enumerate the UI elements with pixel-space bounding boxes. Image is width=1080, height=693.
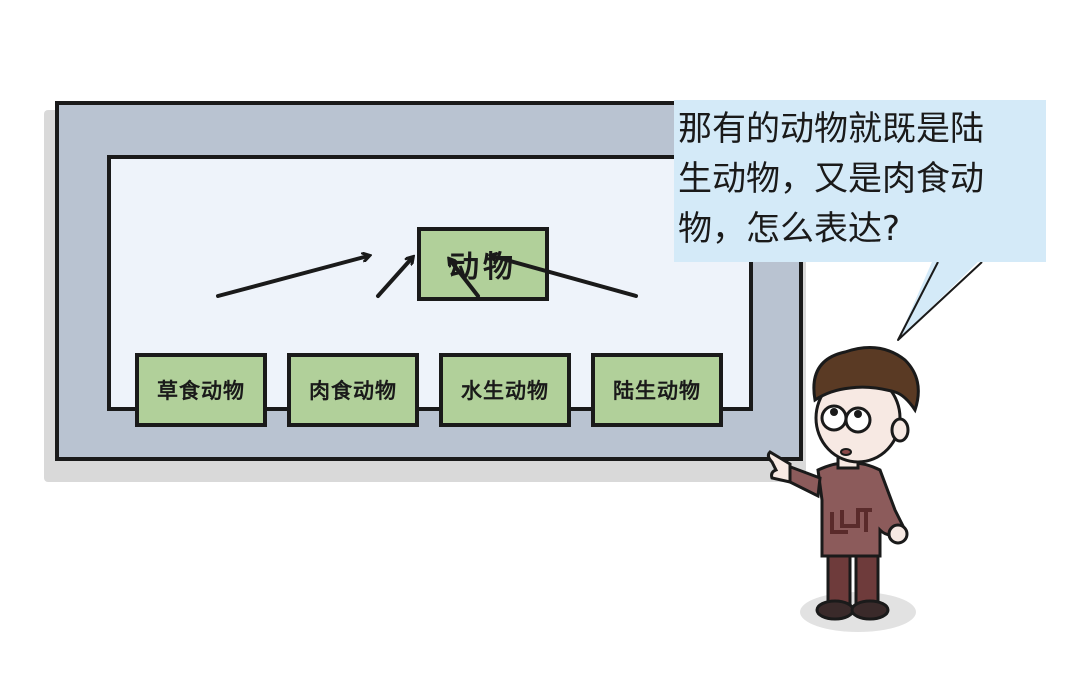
- diagram-child-node: 陆生动物: [591, 353, 723, 427]
- diagram-child-node: 肉食动物: [287, 353, 419, 427]
- hair: [812, 346, 920, 414]
- child-label: 草食动物: [157, 378, 245, 403]
- shirt-logo-icon: [830, 508, 872, 534]
- glasses-right: [844, 406, 872, 434]
- pupil-left: [830, 408, 838, 416]
- speech-text: 那有的动物就既是陆 生动物，又是肉食动 物，怎么表达?: [678, 104, 1044, 254]
- ear: [890, 417, 910, 443]
- speech-bubble: 那有的动物就既是陆 生动物，又是肉食动 物，怎么表达?: [674, 100, 1046, 262]
- whiteboard-panel: 动物 草食动物 肉食动物 水生动物 陆生动物: [107, 155, 753, 427]
- right-shoe: [850, 599, 890, 621]
- diagram-child-node: 草食动物: [135, 353, 267, 427]
- speech-line: 生动物，又是肉食动: [678, 159, 984, 199]
- left-shoe: [815, 599, 855, 621]
- pupil-right: [854, 410, 862, 418]
- speech-line: 物，怎么表达?: [678, 209, 901, 249]
- child-label: 肉食动物: [309, 378, 397, 403]
- speech-line: 那有的动物就既是陆: [678, 109, 984, 149]
- child-label: 陆生动物: [613, 378, 701, 403]
- pointing-hand: [766, 450, 792, 484]
- child-label: 水生动物: [461, 378, 549, 403]
- diagram-child-node: 水生动物: [439, 353, 571, 427]
- mouth: [840, 448, 852, 456]
- right-hand: [887, 523, 909, 545]
